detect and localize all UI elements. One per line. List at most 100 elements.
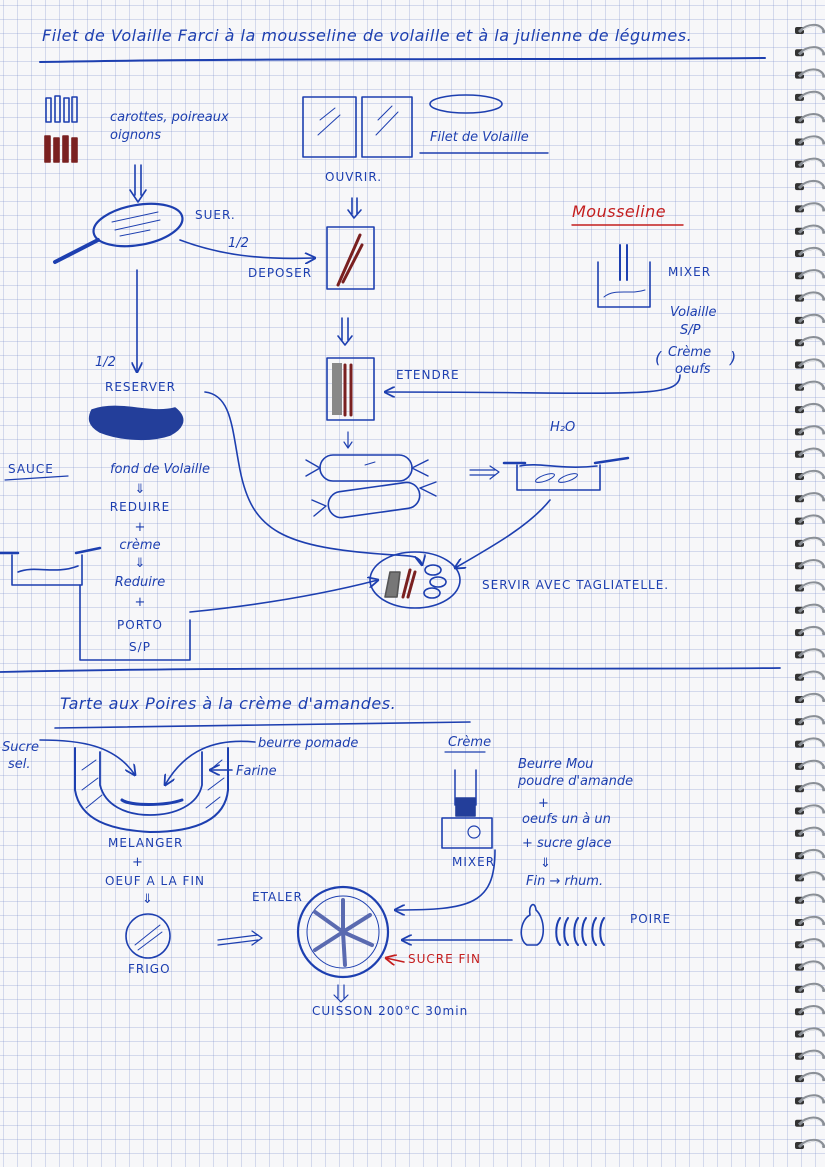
spiral-ring — [795, 759, 825, 770]
melanger-label: MELANGER — [108, 836, 184, 850]
spiral-ring — [795, 246, 825, 257]
creme-step: oeufs un à un — [522, 812, 611, 827]
spiral-ring — [795, 960, 825, 971]
sauce-pot-icon — [0, 546, 102, 586]
filet-deposer-icon — [326, 226, 375, 290]
spiral-ring — [795, 893, 825, 904]
mousseline-mixer-icon — [597, 244, 651, 308]
dough-ball-icon — [125, 913, 171, 959]
stuffed-rolls-icon — [305, 454, 437, 519]
spiral-ring — [795, 313, 825, 324]
deposer-label: DEPOSER — [248, 266, 313, 280]
sp-label: S/P — [680, 323, 701, 338]
reserver-label: RESERVER — [105, 380, 176, 394]
spiral-ring — [795, 692, 825, 703]
arrow-sucre-fin — [386, 958, 405, 962]
arrow-reserver-to-plate — [204, 391, 422, 565]
spiral-ring — [795, 514, 825, 525]
spiral-ring — [795, 1005, 825, 1016]
spiral-ring — [795, 938, 825, 949]
arrow-tart-down — [333, 984, 349, 1003]
arrow-ouvrir — [347, 197, 362, 219]
cuisson-label: CUISSON 200°C 30min — [312, 1004, 469, 1018]
frying-pan-icon — [53, 202, 184, 264]
recipe2-title: Tarte aux Poires à la crème d'amandes. — [60, 694, 397, 713]
sauce-step: PORTO — [117, 618, 163, 632]
oeuf-fin-label: OEUF A LA FIN — [105, 874, 205, 888]
spiral-ring — [795, 871, 825, 882]
sucre-sel-2: sel. — [8, 757, 31, 772]
spiral-ring — [795, 336, 825, 347]
creme-title: Crème — [448, 735, 492, 750]
arrow-pot-to-plate — [455, 499, 551, 568]
spiral-ring — [795, 848, 825, 860]
sauce-step: + — [134, 595, 146, 610]
spiral-ring — [795, 826, 825, 837]
spiral-ring — [795, 269, 825, 280]
veg-note-2: oignons — [110, 128, 162, 143]
arrow-sucre-sel — [39, 739, 135, 775]
spiral-ring — [795, 68, 825, 79]
paren-open: ( — [655, 348, 662, 367]
filet-etendre-icon — [326, 357, 375, 421]
arrow-sauce-to-plate — [189, 580, 378, 613]
vegetable-sticks-icon — [44, 95, 78, 163]
spiral-ring — [795, 1071, 825, 1083]
spiral-ring — [795, 1094, 825, 1105]
arrow-deposer-down — [337, 317, 353, 346]
cooking-pot-icon — [502, 456, 630, 491]
spiral-ring — [795, 447, 825, 458]
sauce-step: S/P — [129, 640, 151, 654]
pear-slices-icon — [520, 903, 605, 946]
spiral-ring — [795, 536, 825, 547]
dough-bowl-icon — [74, 747, 229, 833]
paren-close: ) — [730, 348, 737, 367]
frigo-label: FRIGO — [128, 962, 171, 976]
spiral-ring — [795, 782, 825, 793]
spiral-binding — [795, 23, 825, 1149]
spiral-ring — [795, 425, 825, 436]
half-a-label: 1/2 — [228, 236, 249, 251]
spiral-ring — [795, 670, 825, 681]
suer-label: SUER. — [195, 208, 236, 222]
farine-label: Farine — [236, 764, 277, 779]
arrow-ball-to-tart — [217, 930, 263, 946]
spiral-ring — [795, 559, 825, 570]
beurre-label: beurre pomade — [258, 736, 359, 751]
sauce-title: SAUCE — [8, 462, 54, 476]
spiral-ring — [795, 625, 825, 637]
spiral-ring — [795, 113, 825, 124]
spiral-ring — [795, 1027, 825, 1038]
section-divider — [0, 667, 781, 673]
spiral-ring — [795, 402, 825, 414]
sauce-step: REDUIRE — [109, 500, 171, 514]
veg-note-1: carottes, poireaux — [110, 110, 229, 125]
spiral-ring — [795, 648, 825, 659]
spiral-ring — [795, 1116, 825, 1127]
sauce-bracket — [79, 584, 191, 661]
spiral-ring — [795, 380, 825, 391]
servir-label: SERVIR AVEC TAGLIATELLE. — [482, 578, 670, 592]
mixer-label: MIXER — [668, 265, 712, 279]
arrow-rolls-to-pot — [469, 465, 500, 480]
sauce-step: ⇓ — [134, 482, 146, 497]
spiral-ring — [795, 915, 825, 926]
serving-plate-icon — [369, 551, 461, 609]
creme-mixer-label: MIXER — [452, 855, 496, 869]
sucre-fin-label: SUCRE FIN — [408, 952, 481, 966]
creme-step: + — [538, 796, 549, 811]
ouvrir-label: OUVRIR. — [325, 170, 383, 184]
etaler-label: ETALER — [252, 890, 303, 904]
filet-open-icon — [302, 94, 549, 158]
volaille-label: Volaille — [670, 305, 717, 320]
spiral-ring — [795, 157, 825, 168]
half-b-label: 1/2 — [95, 355, 116, 370]
arrow-mousseline-to-etendre — [385, 374, 681, 393]
spiral-ring — [795, 804, 825, 815]
spiral-ring — [795, 358, 825, 369]
spiral-ring — [795, 492, 825, 503]
spiral-ring — [795, 202, 825, 213]
poire-label: POIRE — [630, 912, 672, 926]
